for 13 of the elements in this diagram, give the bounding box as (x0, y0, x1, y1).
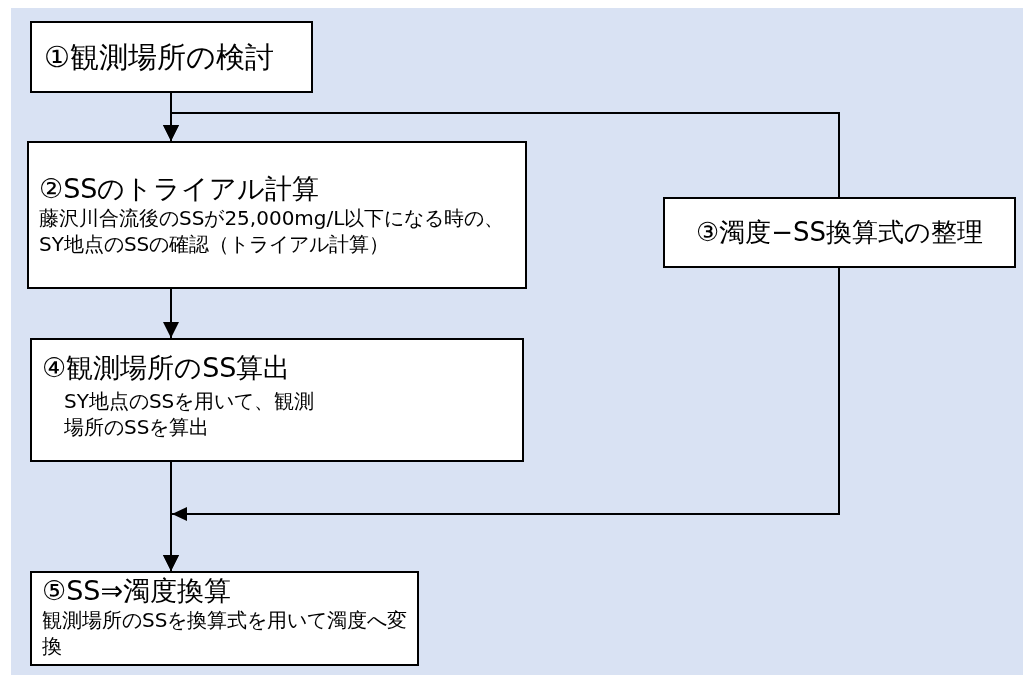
step-title: ②SSのトライアル計算 (39, 173, 321, 206)
step-title: ④観測場所のSS算出 (42, 352, 292, 385)
process-box (30, 571, 419, 666)
step-description: SY地点のSSを用いて、観測場所のSSを算出 (63, 388, 316, 441)
process-box (27, 141, 527, 289)
process-box (30, 338, 524, 462)
step-description: 観測場所のSSを換算式を用いて濁度へ変換 (42, 607, 409, 660)
process-box (663, 197, 1016, 268)
step-title: ⑤SS⇒濁度換算 (42, 575, 233, 608)
process-box (30, 21, 313, 93)
step-title: ①観測場所の検討 (44, 39, 274, 75)
step-title: ③濁度−SS換算式の整理 (695, 216, 984, 249)
step-description: 藤沢川合流後のSSが25,000mg/L以下になる時の、SY地点のSSの確認（トライアル計算） (39, 205, 506, 258)
